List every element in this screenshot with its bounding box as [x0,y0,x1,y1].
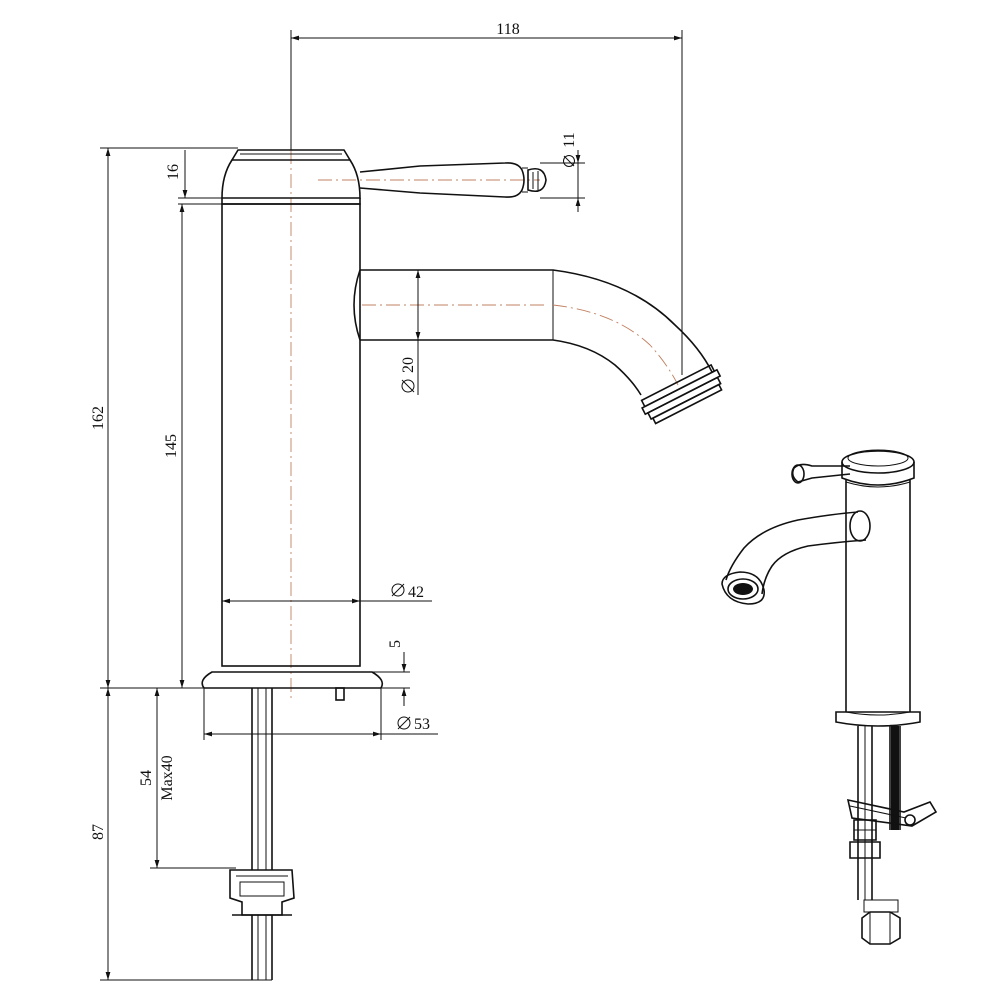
dim-145-label: 145 [163,434,180,458]
faucet-perspective [721,449,938,945]
dim-87-label: 87 [90,824,107,840]
dim-11-label: 11 [561,132,578,147]
dim-16-label: 16 [165,164,182,180]
dim-54-label: 54 [138,770,155,786]
dim-5-label: 5 [387,640,404,648]
dim-42-label: 42 [408,584,424,601]
dim-118-label: 118 [496,21,519,38]
dim-20-label: 20 [400,357,417,373]
dim-162-label: 162 [90,406,107,430]
dimension-lines: 118 11 16 162 145 20 42 5 53 54 Max40 87 [90,21,683,981]
dim-max40-label: Max40 [159,755,176,800]
dim-53-label: 53 [414,716,430,733]
faucet-elevation [201,30,723,981]
